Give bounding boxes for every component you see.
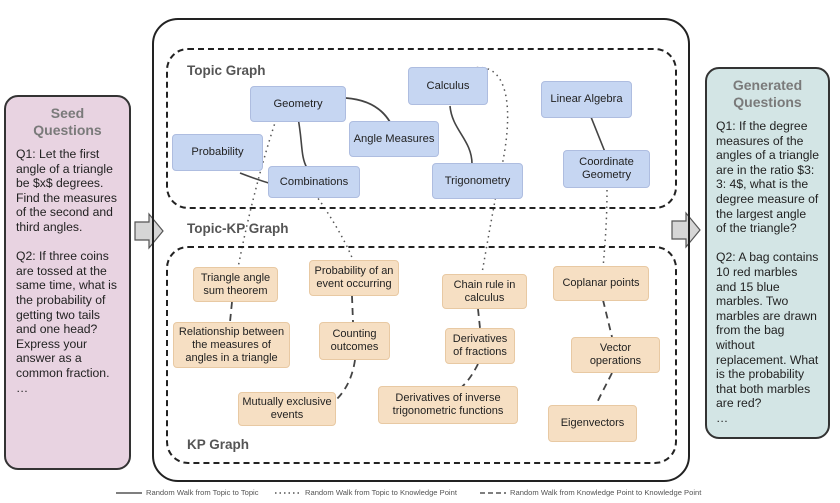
- edge-comb-probevent: [314, 193, 354, 261]
- legend-dotted-label: Random Walk from Topic to Knowledge Poin…: [305, 488, 457, 497]
- kp-node-probability-event: Probability of an event occurring: [309, 260, 399, 296]
- kp-node-coplanar-points: Coplanar points: [553, 266, 649, 301]
- kp-node-chain-rule: Chain rule in calculus: [442, 274, 527, 309]
- topic-node-geometry: Geometry: [250, 86, 346, 122]
- kp-node-mutually-exclusive: Mutually exclusive events: [238, 392, 336, 426]
- seed-questions-title: Seed Questions: [33, 105, 102, 138]
- seed-questions-text: Q1: Let the first angle of a triangle be…: [16, 147, 117, 395]
- edge-chain-derivfrac: [477, 308, 481, 329]
- topic-node-angle-measures: Angle Measures: [349, 121, 439, 157]
- arrow-out-of-graph-icon: [671, 211, 701, 249]
- edge-counting-mutual: [335, 359, 356, 401]
- edge-linalg-coord: [588, 111, 606, 153]
- arrow-into-graph-icon: [134, 212, 164, 250]
- legend-solid-label: Random Walk from Topic to Topic: [146, 488, 259, 497]
- topic-node-linear-algebra: Linear Algebra: [541, 81, 632, 118]
- kp-node-triangle-angle-sum: Triangle angle sum theorem: [193, 267, 278, 302]
- edge-calculus-trig: [449, 105, 473, 165]
- topic-graph-region: [166, 48, 677, 209]
- edge-coord-coplanar: [602, 189, 608, 269]
- kp-node-derivatives-fractions: Derivatives of fractions: [445, 328, 515, 364]
- kp-node-relationship-angles: Relationship between the measures of ang…: [173, 322, 290, 368]
- generated-questions-text: Q1: If the degree measures of the angles…: [716, 119, 819, 425]
- kp-node-eigenvectors: Eigenvectors: [548, 405, 637, 442]
- graph-frame: [152, 18, 690, 482]
- kp-node-derivatives-inverse-trig: Derivatives of inverse trigonometric fun…: [378, 386, 518, 424]
- edge-calculus-chain: [465, 67, 509, 274]
- topic-node-coordinate-geometry: Coordinate Geometry: [563, 150, 650, 188]
- legend-dashed-label: Random Walk from Knowledge Point to Know…: [510, 488, 702, 497]
- generated-questions-title: Generated Questions: [732, 77, 803, 110]
- topic-node-combinations: Combinations: [268, 166, 360, 198]
- topic-node-trigonometry: Trigonometry: [432, 163, 523, 199]
- edge-geometry-angle: [345, 97, 391, 123]
- edge-vector-eigen: [595, 372, 613, 406]
- edge-derivfrac-inverse: [454, 363, 479, 393]
- edge-coplanar-vector: [602, 299, 613, 338]
- edge-geometry-triangle: [237, 113, 279, 269]
- topic-node-calculus: Calculus: [408, 67, 488, 105]
- topic-node-probability: Probability: [172, 134, 263, 171]
- edge-probevent-counting: [351, 295, 354, 323]
- generated-questions-panel: Generated Questions Q1: If the degree me…: [705, 67, 830, 439]
- topic-kp-graph-label: Topic-KP Graph: [187, 221, 289, 236]
- kp-node-vector-operations: Vector operations: [571, 337, 660, 373]
- seed-questions-panel: Seed Questions Q1: Let the first angle o…: [4, 95, 131, 470]
- topic-graph-label: Topic Graph: [187, 63, 266, 78]
- kp-graph-label: KP Graph: [187, 437, 250, 452]
- kp-graph-region: [166, 246, 677, 464]
- kp-node-counting-outcomes: Counting outcomes: [319, 322, 390, 360]
- edge-triangle-relationship: [229, 301, 233, 323]
